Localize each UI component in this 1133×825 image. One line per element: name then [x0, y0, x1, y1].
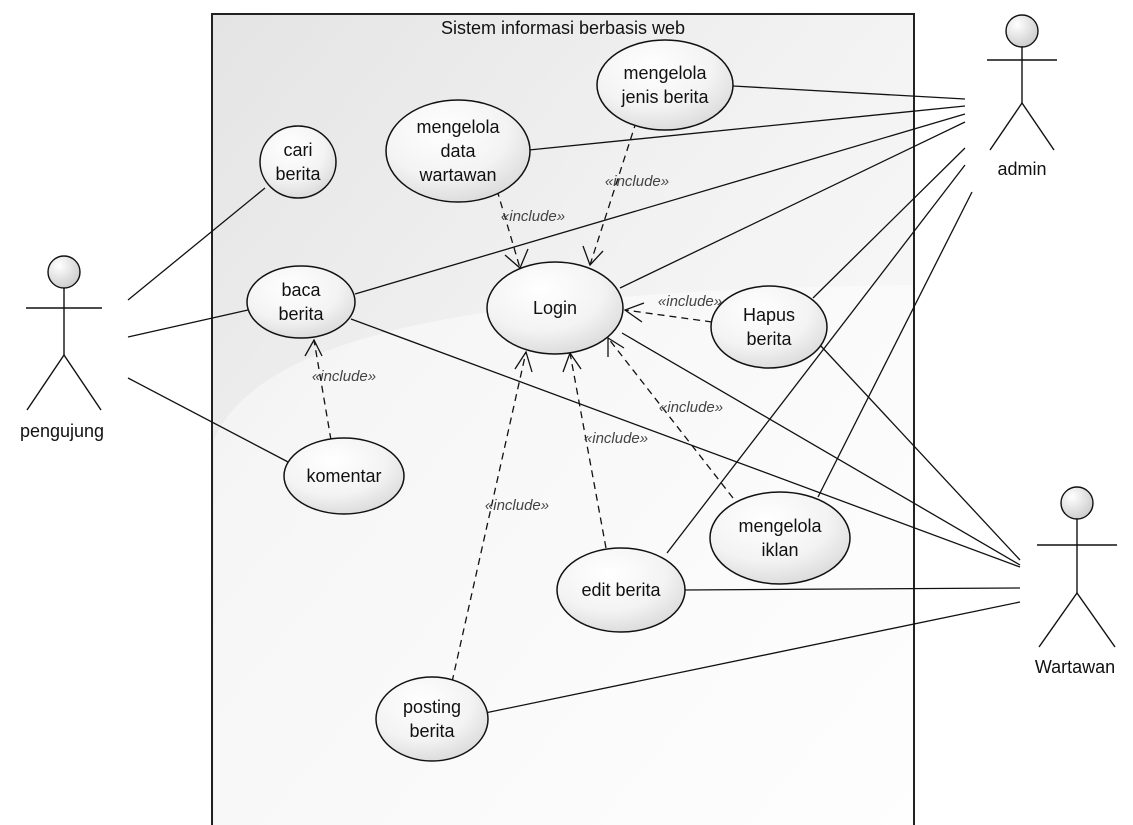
use-case-ellipse: [556, 547, 686, 633]
use-case-ellipse: [259, 125, 337, 199]
system-sheen: [214, 285, 912, 825]
include-line-komentar: [313, 339, 332, 441]
use-case-label: Hapus: [743, 305, 795, 325]
assoc-admin-data-wartawan: [528, 105, 966, 151]
actor-label: admin: [997, 159, 1046, 179]
use-case-mengelola-jenis-berita[interactable]: mengelola jenis berita: [596, 39, 734, 131]
use-case-komentar[interactable]: komentar: [283, 437, 405, 515]
actor-head-icon: [47, 255, 81, 289]
use-case-edit-berita[interactable]: edit berita: [556, 547, 686, 633]
include-label-posting-berita: «include»: [485, 497, 549, 514]
arrowhead-mengelola-iklan: [607, 336, 625, 357]
use-case-mengelola-iklan[interactable]: mengelola iklan: [709, 491, 851, 585]
arrowhead-posting-berita: [514, 350, 533, 373]
use-case-label: mengelola: [623, 63, 707, 83]
use-case-label: wartawan: [418, 165, 496, 185]
include-label-jenis-berita: «include»: [605, 173, 669, 190]
use-case-label: edit berita: [581, 580, 661, 600]
assoc-wartawan-baca-berita: [350, 318, 1021, 568]
assoc-pengujung-cari-berita: [127, 187, 266, 301]
actor-label: pengujung: [20, 421, 104, 441]
include-line-data-wartawan: [496, 189, 521, 269]
assoc-wartawan-edit-berita: [683, 587, 1021, 591]
assoc-admin-mengelola-iklan: [817, 191, 973, 498]
assoc-wartawan-posting-berita: [484, 601, 1021, 714]
use-case-ellipse: [709, 491, 851, 585]
assoc-wartawan-hapus-berita: [819, 344, 1021, 561]
use-case-label: iklan: [761, 540, 798, 560]
include-line-hapus-berita: [624, 309, 713, 323]
assoc-wartawan-login: [621, 332, 1021, 566]
include-labels: «include» «include» «include» «include» …: [312, 173, 723, 514]
actor-leg-left: [1038, 592, 1078, 648]
use-case-ellipse: [283, 437, 405, 515]
use-case-label: berita: [275, 164, 321, 184]
assoc-admin-hapus-berita: [812, 147, 966, 299]
use-case-ellipse: [385, 99, 531, 203]
actor-wartawan[interactable]: Wartawan: [1035, 486, 1117, 677]
include-line-mengelola-iklan: [607, 337, 734, 499]
use-case-posting-berita[interactable]: posting berita: [375, 676, 489, 762]
use-case-label: baca: [281, 280, 321, 300]
actor-leg-left: [989, 102, 1023, 151]
associations: [127, 85, 1021, 714]
use-case-label: Login: [533, 298, 577, 318]
use-case-ellipse: [710, 285, 828, 369]
include-label-data-wartawan: «include»: [501, 208, 565, 225]
use-case-label: posting: [403, 697, 461, 717]
use-case-label: komentar: [306, 466, 381, 486]
assoc-pengujung-baca-berita: [127, 309, 249, 338]
actor-leg-left: [26, 354, 65, 411]
use-case-ellipse: [246, 265, 356, 339]
use-case-ellipse: [596, 39, 734, 131]
actor-label: Wartawan: [1035, 657, 1115, 677]
system-title: Sistem informasi berbasis web: [441, 18, 685, 38]
actor-head-icon: [1060, 486, 1094, 520]
system-boundary: Sistem informasi berbasis web: [211, 13, 915, 825]
include-dependencies: [313, 109, 734, 683]
actor-admin[interactable]: admin: [987, 14, 1057, 179]
use-case-hapus-berita[interactable]: Hapus berita: [710, 285, 828, 369]
actor-head-icon: [1005, 14, 1039, 48]
arrowhead-jenis-berita: [582, 245, 604, 267]
actor-pengujung[interactable]: pengujung: [20, 255, 104, 441]
arrowhead-hapus-berita: [623, 302, 645, 323]
include-line-posting-berita: [451, 351, 527, 683]
use-case-label: berita: [278, 304, 324, 324]
use-case-label: mengelola: [416, 117, 500, 137]
use-case-label: mengelola: [738, 516, 822, 536]
use-case-label: data: [440, 141, 476, 161]
use-case-cari-berita[interactable]: cari berita: [259, 125, 337, 199]
assoc-admin-edit-berita: [666, 164, 966, 554]
include-line-edit-berita: [569, 352, 607, 549]
use-case-ellipse: [486, 261, 624, 355]
assoc-pengujung-komentar: [127, 377, 291, 464]
include-label-komentar: «include»: [312, 368, 376, 385]
actor-leg-right: [1076, 592, 1116, 648]
use-case-baca-berita[interactable]: baca berita: [246, 265, 356, 339]
include-line-jenis-berita: [589, 109, 641, 266]
use-case-label: cari: [283, 140, 312, 160]
actor-leg-right: [1021, 102, 1055, 151]
use-case-mengelola-data-wartawan[interactable]: mengelola data wartawan: [385, 99, 531, 203]
include-arrowheads: [304, 245, 645, 373]
include-label-edit-berita: «include»: [584, 430, 648, 447]
use-case-login[interactable]: Login: [486, 261, 624, 355]
use-case-label: jenis berita: [620, 87, 709, 107]
arrowhead-komentar: [304, 338, 323, 357]
use-case-label: berita: [409, 721, 455, 741]
assoc-admin-login: [619, 121, 966, 289]
assoc-admin-jenis-berita: [732, 85, 966, 100]
assoc-admin-baca-berita: [354, 113, 966, 295]
use-case-ellipse: [375, 676, 489, 762]
use-case-label: berita: [746, 329, 792, 349]
actor-leg-right: [63, 354, 102, 411]
include-label-hapus-berita: «include»: [658, 293, 722, 310]
include-label-mengelola-iklan: «include»: [659, 399, 723, 416]
